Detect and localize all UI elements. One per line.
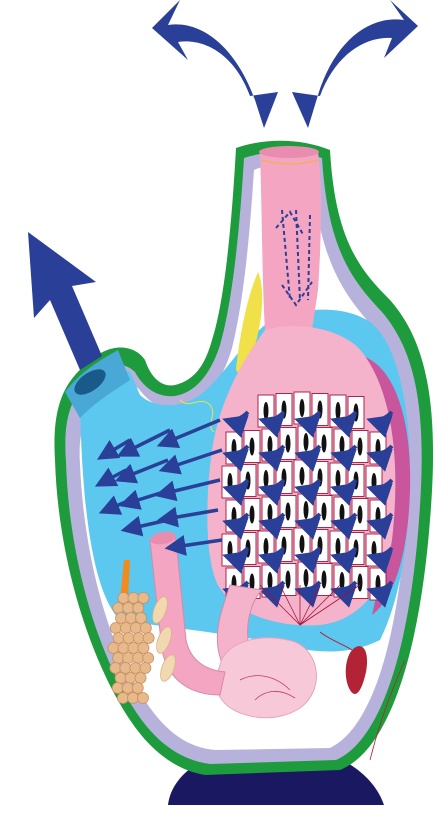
gonad-egg: [115, 673, 126, 684]
stigma-slit: [286, 435, 291, 453]
gonad-egg: [135, 673, 146, 684]
gonad-egg: [132, 683, 143, 694]
gonad-egg: [128, 643, 139, 654]
gonad-egg: [143, 653, 154, 664]
gonad-egg: [126, 613, 137, 624]
gonad-egg: [127, 693, 138, 704]
stigma-slit: [300, 399, 305, 417]
oral-siphon: [260, 152, 321, 330]
gonad-egg: [133, 653, 144, 664]
gonad-egg: [133, 633, 144, 644]
stigma-slit: [300, 467, 305, 485]
stigma-slit: [358, 438, 363, 456]
inflow-arrow-left: [152, 0, 278, 128]
stigma-slit: [340, 436, 345, 454]
gonad-egg: [108, 643, 119, 654]
stigma-slit: [304, 569, 309, 587]
gonad-egg: [137, 693, 148, 704]
gonad-egg: [138, 643, 149, 654]
gonad-egg: [110, 663, 121, 674]
gonad-egg: [140, 663, 151, 674]
stigma-slit: [250, 438, 255, 456]
gonad-egg: [110, 623, 121, 634]
gonad-egg: [136, 613, 147, 624]
gonad-egg: [116, 613, 127, 624]
stigma-slit: [264, 470, 269, 488]
gonad-egg: [130, 663, 141, 674]
oral-siphon-opening: [259, 146, 319, 158]
stigma-slit: [300, 535, 305, 553]
gonad-egg: [120, 623, 131, 634]
stigma-slit: [264, 538, 269, 556]
stigma-slit: [336, 538, 341, 556]
gonad-egg: [128, 593, 139, 604]
stigma-slit: [336, 402, 341, 420]
stigma-slit: [304, 501, 309, 519]
stigma-slit: [264, 402, 269, 420]
gonad-egg: [117, 693, 128, 704]
stigma-slit: [322, 435, 327, 453]
gonad-egg: [112, 683, 123, 694]
outflow-arrow: [28, 232, 102, 370]
gonad-egg: [118, 643, 129, 654]
gonad-egg: [130, 623, 141, 634]
gonad-egg: [120, 663, 131, 674]
gonad-egg: [123, 653, 134, 664]
stigma-slit: [250, 506, 255, 524]
stigma-slit: [304, 433, 309, 451]
stigma-slit: [358, 506, 363, 524]
stigma-slit: [322, 571, 327, 589]
gonad-egg: [138, 593, 149, 604]
gonad-egg: [113, 653, 124, 664]
gonad-egg: [123, 603, 134, 614]
gonad-egg: [113, 603, 124, 614]
stigma-slit: [286, 503, 291, 521]
stigma-slit: [268, 504, 273, 522]
stigma-slit: [340, 572, 345, 590]
gonad-egg: [133, 603, 144, 614]
stigma-slit: [268, 572, 273, 590]
stigma-slit: [358, 574, 363, 592]
gonad-egg: [143, 633, 154, 644]
stigma-slit: [322, 503, 327, 521]
stigma-slit: [336, 470, 341, 488]
stigma-slit: [268, 436, 273, 454]
gonad-egg: [123, 633, 134, 644]
incoming-water-arrows: [152, 0, 418, 128]
stigma-slit: [286, 571, 291, 589]
gonad-egg: [118, 593, 129, 604]
stigma-slit: [340, 504, 345, 522]
gonad-egg: [113, 633, 124, 644]
inflow-arrow-right: [292, 0, 418, 128]
gonad-egg: [125, 673, 136, 684]
stomach: [217, 638, 317, 718]
gonad-egg: [140, 623, 151, 634]
gonad-egg: [122, 683, 133, 694]
